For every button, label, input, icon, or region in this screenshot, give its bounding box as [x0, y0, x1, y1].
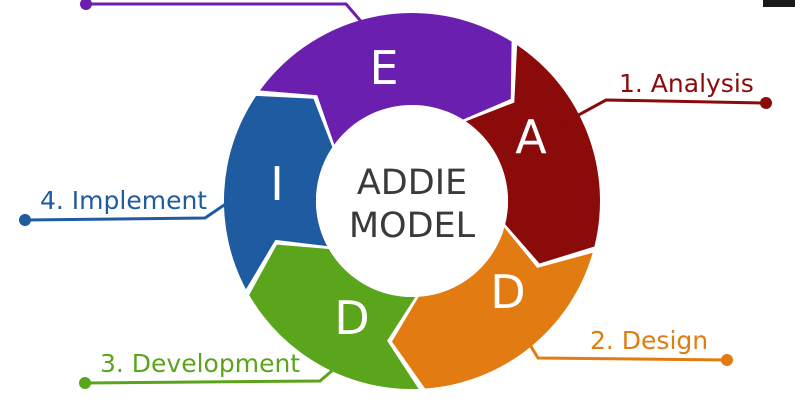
ring-segment-implement: [223, 95, 333, 290]
corner-box: [763, 0, 795, 7]
ring-segment-analysis: [465, 45, 600, 264]
callout-dot-implement: [19, 214, 31, 226]
segment-letter-design: D: [490, 265, 525, 319]
callout-label-implement: 4. Implement: [40, 186, 207, 215]
callouts: [19, 0, 772, 389]
center-circle: [316, 105, 508, 297]
ring-segment-evaluation: [259, 13, 512, 145]
callout-line-evaluation: [86, 2, 367, 27]
callout-dot-design: [721, 354, 733, 366]
callout-dot-development: [79, 377, 91, 389]
callout-label-design: 2. Design: [590, 326, 708, 355]
segment-letter-evaluation: E: [369, 41, 398, 95]
ring-segment-design: [392, 227, 593, 389]
segment-letter-development: D: [334, 291, 369, 345]
callout-line-implement: [24, 195, 237, 222]
center-title-line2: MODEL: [349, 206, 476, 246]
callout-label-development: 3. Development: [100, 349, 300, 378]
segment-letter-implement: I: [270, 157, 284, 211]
callout-line-development: [84, 355, 349, 385]
segment-letter-analysis: A: [515, 110, 547, 164]
center-title-line1: ADDIE: [357, 163, 467, 203]
callout-line-design: [521, 332, 728, 362]
callout-line-analysis: [555, 98, 767, 132]
ring-segment-development: [249, 244, 419, 390]
callout-dot-analysis: [760, 97, 772, 109]
ring-segments: [223, 13, 600, 390]
callout-dot-evaluation: [80, 0, 92, 10]
callout-label-analysis: 1. Analysis: [619, 69, 754, 98]
